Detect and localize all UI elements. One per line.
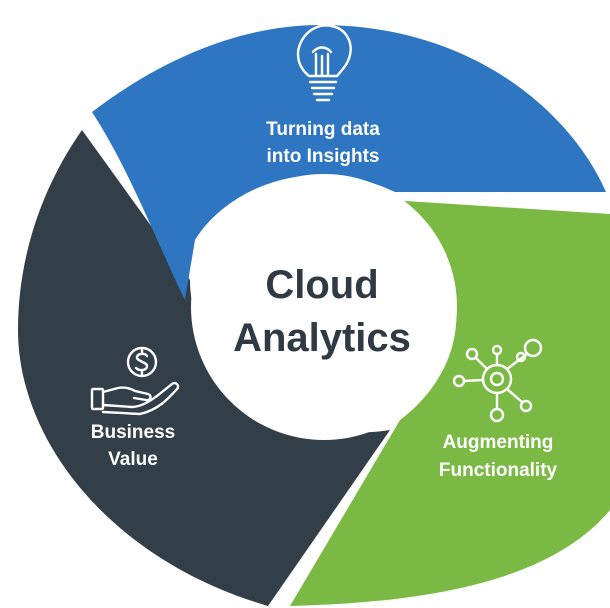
- segment-augmenting-functionality: [290, 200, 610, 606]
- center-circle: [191, 174, 457, 440]
- segment-turning-data: [92, 25, 606, 300]
- segment-business-value: [18, 130, 390, 606]
- hand-dollar-icon: [90, 346, 180, 416]
- segment-augmenting-line1: Augmenting: [443, 432, 554, 453]
- segment-turning-data-line1: Turning data: [266, 119, 380, 140]
- segment-augmenting-line2: Functionality: [439, 460, 558, 481]
- segment-turning-data-line2: into Insights: [267, 146, 380, 167]
- segment-business-line2: Value: [108, 449, 158, 470]
- lightbulb-icon: [296, 24, 352, 102]
- segment-business-line1: Business: [91, 422, 175, 443]
- center-title-line2: Analytics: [233, 316, 411, 360]
- network-hub-icon: [452, 338, 543, 423]
- center-title-line1: Cloud: [265, 263, 378, 307]
